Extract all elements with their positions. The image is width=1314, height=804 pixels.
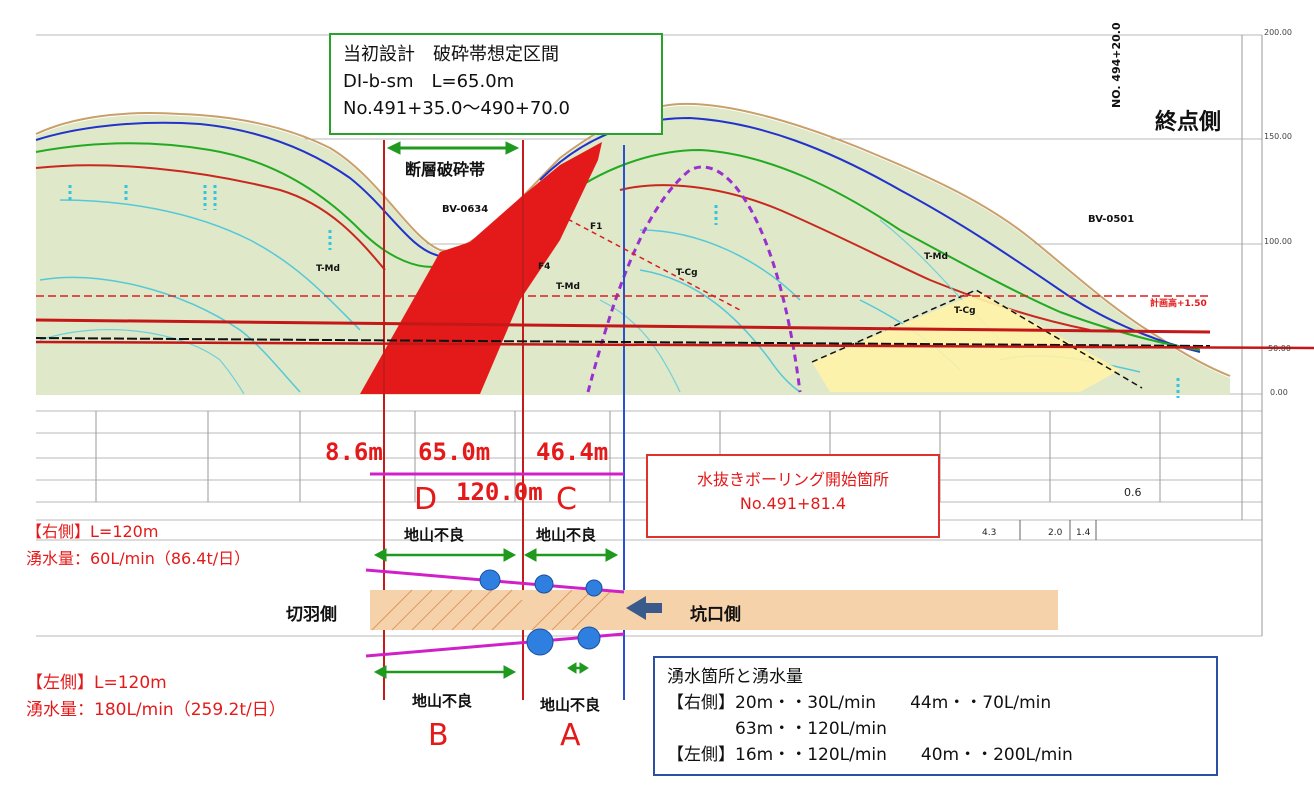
tunnel-line-upper	[35, 318, 1211, 334]
purple-dashed-arch	[586, 165, 802, 393]
fault-zone-arrow	[386, 141, 520, 155]
table-value: 0.6	[1124, 486, 1142, 499]
poor-ground-label-d: 地山不良	[404, 526, 465, 544]
station-label: NO. 494+20.0	[1110, 22, 1123, 108]
geology-label: T-Md	[556, 282, 580, 292]
boring-label-right: BV-0501	[1088, 214, 1135, 225]
distance-d2: 65.0m	[418, 438, 491, 466]
right-side-title: 【右側】L=120m	[26, 522, 159, 541]
spring-row-left: 【左側】16m・・120L/min 40m・・200L/min	[667, 745, 1073, 765]
poor-ground-label-c: 地山不良	[536, 526, 597, 544]
left-side-title: 【左側】L=120m	[26, 673, 167, 693]
boring-label-left: BV-0634	[442, 204, 489, 215]
geology-label: T-Cg	[954, 306, 976, 316]
elev-tick-50: 50.00	[1268, 344, 1291, 353]
distance-d3: 46.4m	[536, 438, 609, 466]
spring-points	[479, 569, 603, 656]
design-info-box: 当初設計 破砕帯想定区間 DⅠ-b-sm L=65.0m No.491+35.0…	[329, 33, 663, 135]
profile-ticks	[95, 35, 1263, 636]
spring-info-box: 湧水箇所と湧水量 【右側】20m・・30L/min 44m・・70L/min 6…	[653, 656, 1218, 776]
left-side-flow: 湧水量：180L/min（259.2t/日）	[26, 700, 286, 720]
poor-ground-label-b: 地山不良	[412, 692, 473, 710]
geology-label: T-Md	[924, 252, 948, 262]
plan-height-label: 計画高+1.50	[1150, 299, 1207, 309]
table-cells	[1019, 520, 1097, 540]
tunnel-line-lower	[35, 340, 1314, 350]
zone-letter-b: B	[428, 718, 449, 753]
fault-zone-label: 断層破砕帯	[405, 160, 486, 179]
hatched-area	[371, 589, 613, 631]
design-box-station: No.491+35.0～490+70.0	[343, 98, 570, 119]
face-side-label: 切羽側	[286, 605, 337, 625]
design-box-title: 当初設計 破砕帯想定区間	[343, 44, 559, 65]
table-value: 2.0	[1048, 528, 1063, 538]
elev-tick-0: 0.00	[1270, 388, 1288, 397]
drain-box-station: No.491+81.4	[739, 494, 847, 513]
poor-ground-arrows	[373, 548, 619, 679]
geology-label: F1	[590, 222, 603, 232]
zone-letter-d: D	[414, 482, 438, 517]
distance-total: 120.0m	[456, 478, 543, 506]
spring-box-title: 湧水箇所と湧水量	[667, 667, 803, 687]
geology-label: F4	[538, 262, 551, 272]
cyan-markers	[68, 185, 1180, 398]
zone-letter-a: A	[560, 718, 581, 753]
end-side-label: 終点側	[1155, 110, 1222, 135]
elev-tick-200: 200.00	[1264, 28, 1292, 37]
table-value: 1.4	[1076, 528, 1091, 538]
portal-arrow	[626, 596, 662, 620]
poor-ground-label-a: 地山不良	[540, 696, 601, 714]
spring-row-right-cont: 63m・・120L/min	[667, 719, 887, 739]
elev-tick-100: 100.00	[1264, 237, 1292, 246]
tunnel-line-center	[35, 337, 1211, 347]
portal-side-label: 坑口側	[690, 605, 741, 625]
green-horizon-line	[35, 142, 1201, 351]
fault-zone-fill	[360, 142, 602, 394]
spring-row-right: 【右側】20m・・30L/min 44m・・70L/min	[667, 693, 1052, 713]
fault-dashed	[559, 214, 741, 311]
drain-start-box: 水抜きボーリング開始箇所 No.491+81.4	[646, 454, 940, 538]
distance-d1: 8.6m	[325, 438, 383, 466]
zone-letter-c: C	[556, 482, 577, 517]
elev-tick-150: 150.00	[1264, 132, 1292, 141]
geology-label: T-Md	[316, 264, 340, 274]
yellow-zone	[812, 292, 1120, 392]
geology-label: T-Cg	[676, 268, 698, 278]
right-side-flow: 湧水量：60L/min（86.4t/日）	[26, 549, 251, 568]
design-box-class: DⅠ-b-sm L=65.0m	[343, 71, 515, 92]
drain-box-title: 水抜きボーリング開始箇所	[696, 470, 889, 489]
table-value: 4.3	[982, 528, 997, 538]
